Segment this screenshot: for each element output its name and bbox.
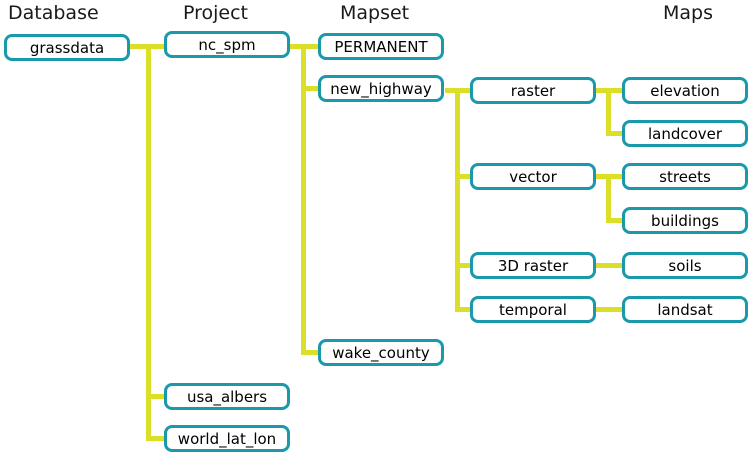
connector-grassdata-usaalbers: [146, 394, 164, 399]
connector-temporal-landsat: [596, 307, 622, 312]
connector-3draster-soils: [596, 263, 622, 268]
node-streets: streets: [622, 163, 748, 190]
connector-ncspm-trunk: [301, 44, 306, 355]
connector-newhighway-3draster: [455, 263, 470, 268]
node-grassdata: grassdata: [4, 34, 130, 61]
node-elevation: elevation: [622, 77, 748, 104]
column-header-mapset: Mapset: [340, 2, 410, 24]
connector-newhighway-trunk: [455, 88, 460, 312]
connector-vector-buildings: [606, 218, 622, 223]
node-landsat: landsat: [622, 296, 748, 323]
node-new-highway: new_highway: [318, 75, 444, 102]
node-wake-county: wake_county: [318, 339, 444, 366]
node-buildings: buildings: [622, 207, 748, 234]
connector-vector-trunk: [606, 174, 611, 223]
node-raster: raster: [470, 77, 596, 104]
node-3d-raster: 3D raster: [470, 252, 596, 279]
connector-grassdata-worldlatlon: [146, 436, 164, 441]
connector-raster-landcover: [606, 131, 622, 136]
node-landcover: landcover: [622, 120, 748, 147]
node-permanent: PERMANENT: [318, 33, 444, 60]
node-temporal: temporal: [470, 296, 596, 323]
node-usa-albers: usa_albers: [164, 383, 290, 410]
connector-grassdata-trunk: [146, 44, 151, 441]
node-vector: vector: [470, 163, 596, 190]
column-header-database: Database: [8, 2, 99, 24]
node-soils: soils: [622, 252, 748, 279]
column-header-project: Project: [183, 2, 249, 24]
connector-raster-trunk: [606, 88, 611, 136]
connector-newhighway-vector: [455, 174, 470, 179]
node-nc-spm: nc_spm: [164, 31, 290, 58]
column-header-maps: Maps: [663, 2, 713, 24]
node-world-lat-lon: world_lat_lon: [164, 425, 290, 452]
connector-newhighway-temporal: [455, 307, 470, 312]
connector-ncspm-newhighway: [301, 86, 318, 91]
connector-ncspm-wakecounty: [301, 350, 318, 355]
